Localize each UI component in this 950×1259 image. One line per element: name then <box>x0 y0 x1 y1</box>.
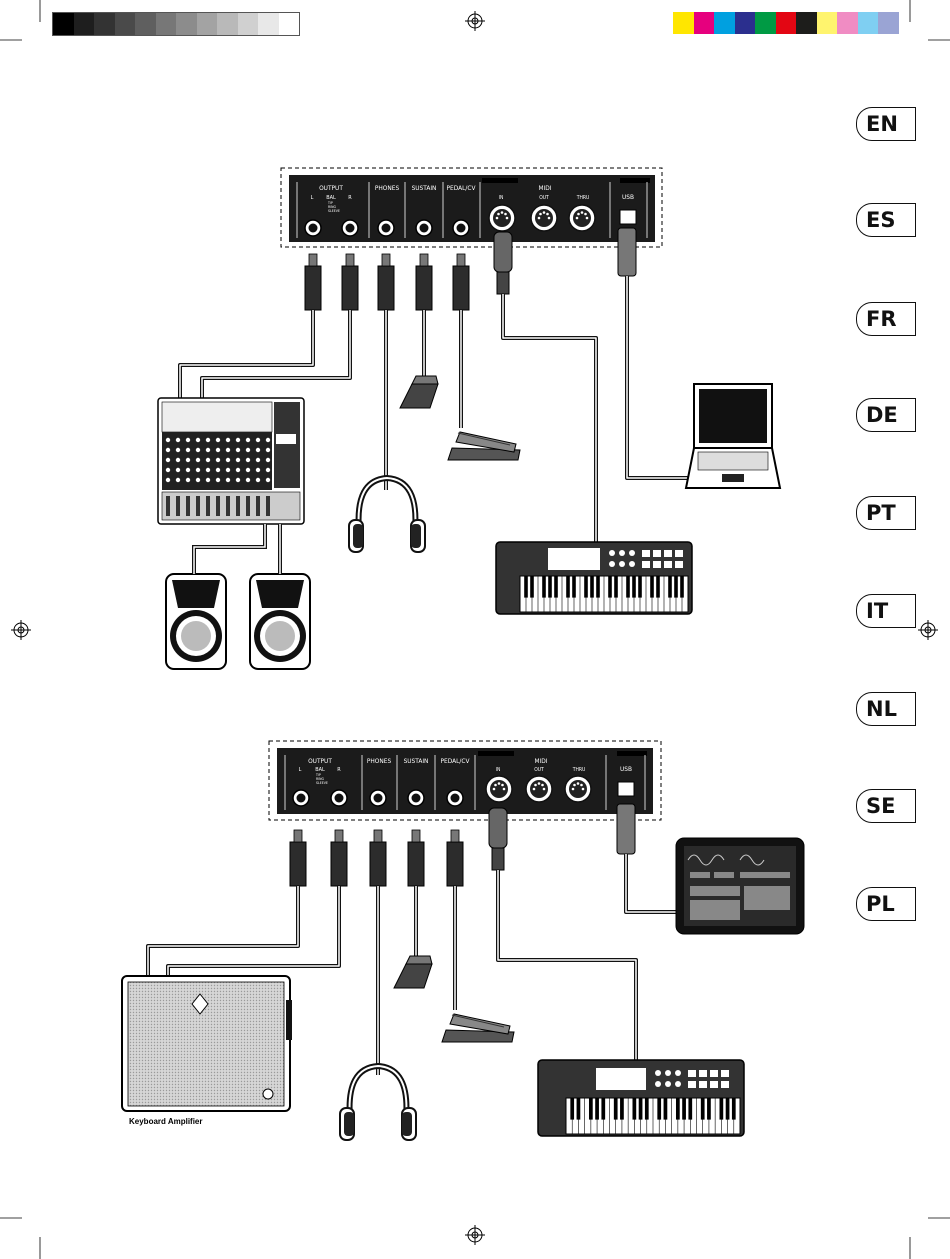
rear-panel-bottom: OUTPUT L BAL R TIP RING SLEEVE PHONES SU… <box>269 741 661 820</box>
black-key <box>732 1098 736 1120</box>
midi-in-label-2: IN <box>496 767 501 773</box>
cable-plugs-bottom <box>290 804 635 886</box>
black-key <box>590 576 594 598</box>
black-key <box>682 1098 686 1120</box>
speaker-left-icon <box>166 574 226 669</box>
output-right-label-2: R <box>337 767 341 773</box>
registration-mark-left <box>11 620 31 640</box>
keyboard-amplifier-icon <box>122 976 292 1111</box>
output-label: OUTPUT <box>319 184 343 192</box>
black-key <box>614 1098 618 1120</box>
black-key <box>577 1098 581 1120</box>
expression-pedal-icon-2 <box>442 1014 514 1042</box>
sustain-pedal-icon-2 <box>394 956 432 988</box>
amplifier-caption: Keyboard Amplifier <box>129 1117 203 1126</box>
midi-thru-label: THRU <box>576 195 590 201</box>
midi-out-label-2: OUT <box>534 767 544 773</box>
black-key <box>632 1098 636 1120</box>
black-key <box>650 576 654 598</box>
black-key <box>608 576 612 598</box>
rear-panel-top: OUTPUT L BAL R TIP RING SLEEVE PHONES SU… <box>281 168 662 247</box>
black-key <box>595 1098 599 1120</box>
sustain-label-2: SUSTAIN <box>404 757 429 765</box>
black-key <box>707 1098 711 1120</box>
black-key <box>688 1098 692 1120</box>
output-label-2: OUTPUT <box>308 757 332 765</box>
tablet-icon <box>676 838 804 934</box>
black-key <box>639 1098 643 1120</box>
pedal-cv-label: PEDAL/CV <box>447 184 476 192</box>
registration-mark-right <box>918 620 938 640</box>
black-key <box>656 576 660 598</box>
output-left-label-2: L <box>299 767 302 773</box>
midi-controller-icon <box>496 542 692 614</box>
black-key <box>524 576 528 598</box>
black-key <box>664 1098 668 1120</box>
black-key <box>554 576 558 598</box>
black-key <box>620 1098 624 1120</box>
registration-mark-bottom <box>465 1225 485 1245</box>
headphones-icon-2 <box>340 1066 416 1140</box>
expression-pedal-icon <box>448 432 520 460</box>
pedal-cv-label-2: PEDAL/CV <box>441 757 470 765</box>
laptop-icon <box>686 384 780 488</box>
midi-out-label: OUT <box>539 195 549 201</box>
midi-in-label: IN <box>499 195 504 201</box>
phones-label-2: PHONES <box>367 757 392 765</box>
usb-label-2: USB <box>620 765 632 773</box>
speaker-right-icon <box>250 574 310 669</box>
black-key <box>638 576 642 598</box>
midi-thru-label-2: THRU <box>572 767 586 773</box>
midi-controller-icon-2 <box>538 1060 744 1136</box>
output-right-label: R <box>348 195 352 201</box>
black-key <box>674 576 678 598</box>
black-key <box>572 576 576 598</box>
usb-label: USB <box>622 193 634 201</box>
black-key <box>596 576 600 598</box>
black-key <box>530 576 534 598</box>
black-key <box>680 576 684 598</box>
black-key <box>542 576 546 598</box>
black-key <box>726 1098 730 1120</box>
black-key <box>626 576 630 598</box>
black-key <box>645 1098 649 1120</box>
black-key <box>548 576 552 598</box>
phones-label: PHONES <box>375 184 400 192</box>
sleeve-label: SLEEVE <box>328 209 340 213</box>
black-key <box>719 1098 723 1120</box>
black-key <box>701 1098 705 1120</box>
black-key <box>676 1098 680 1120</box>
black-key <box>589 1098 593 1120</box>
black-key <box>614 576 618 598</box>
registration-mark-top <box>465 11 485 31</box>
mixer-icon <box>158 398 304 524</box>
sustain-label: SUSTAIN <box>412 184 437 192</box>
output-left-label: L <box>311 195 314 201</box>
black-key <box>584 576 588 598</box>
midi-label-2: MIDI <box>535 757 548 765</box>
black-key <box>657 1098 661 1120</box>
black-key <box>566 576 570 598</box>
black-key <box>570 1098 574 1120</box>
black-key <box>668 576 672 598</box>
sleeve-label-2: SLEEVE <box>316 781 328 785</box>
midi-label: MIDI <box>539 184 552 192</box>
sustain-pedal-icon <box>400 376 438 408</box>
black-key <box>601 1098 605 1120</box>
black-key <box>632 576 636 598</box>
